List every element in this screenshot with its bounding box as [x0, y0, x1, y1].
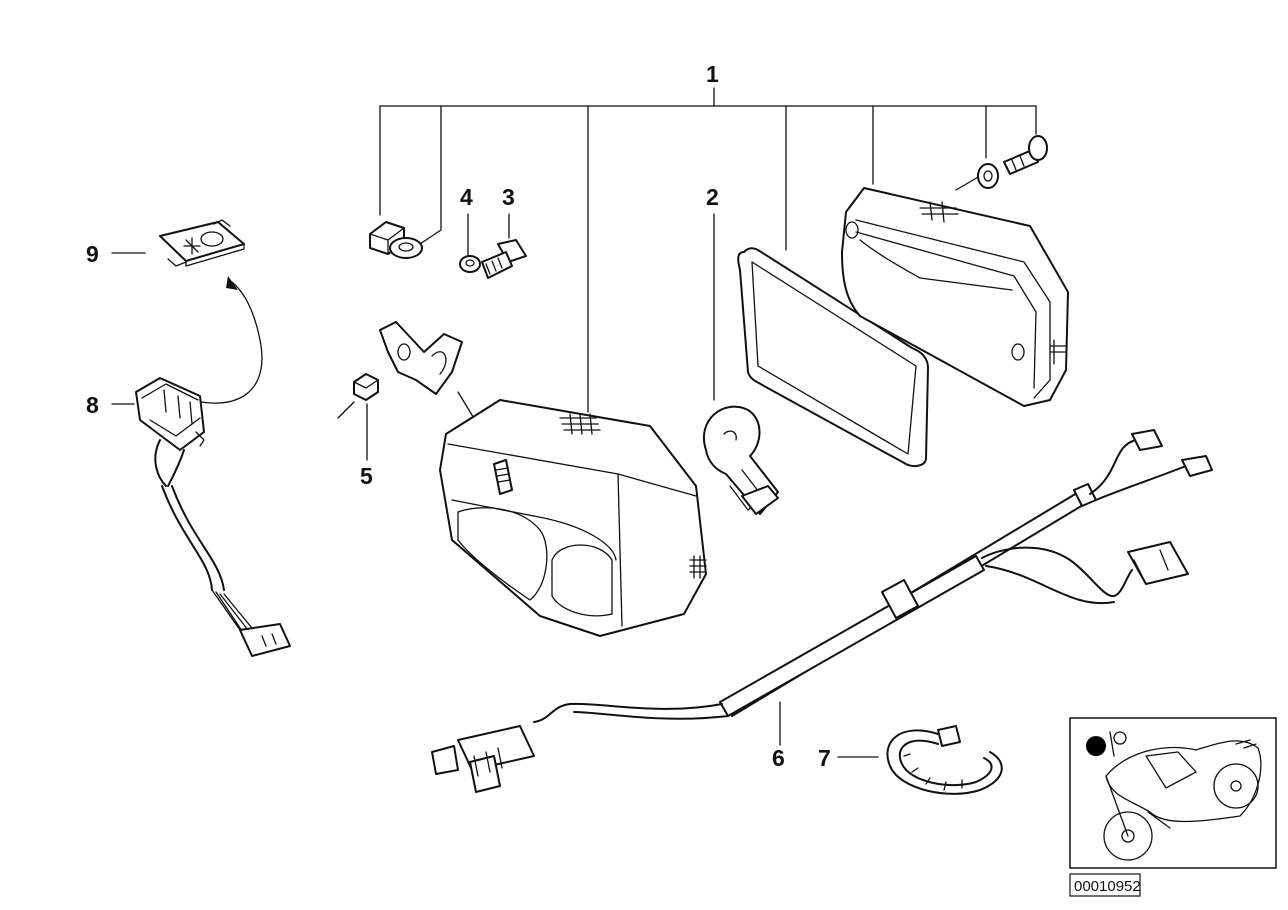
bulb-2[interactable]	[703, 405, 779, 515]
callout-5[interactable]: 5	[360, 463, 373, 489]
gasket[interactable]	[737, 247, 929, 467]
switch-cover-9[interactable]	[159, 219, 245, 267]
cable-tie-7[interactable]	[886, 725, 1003, 795]
mounting-bracket[interactable]	[379, 321, 463, 395]
motorcycle-thumbnail[interactable]	[1069, 717, 1277, 869]
lens-frame[interactable]	[841, 175, 1069, 407]
wiring-harness-6[interactable]	[431, 429, 1213, 793]
assembly-arrow	[195, 276, 263, 404]
callout-3[interactable]: 3	[502, 184, 515, 210]
document-number: 00010952	[1074, 878, 1141, 895]
washer-4[interactable]	[459, 255, 481, 273]
bolt-3[interactable]	[481, 239, 527, 279]
switch-8[interactable]	[135, 377, 291, 657]
leader-lines	[111, 87, 1037, 758]
screw-1d[interactable]	[1003, 135, 1048, 175]
document-number-box: 00010952	[1069, 873, 1141, 897]
washer-1b[interactable]	[389, 237, 423, 259]
washer-1c[interactable]	[977, 163, 999, 189]
callout-1[interactable]: 1	[706, 61, 719, 87]
fog-light-housing[interactable]	[439, 399, 707, 637]
callout-6[interactable]: 6	[772, 745, 785, 771]
callout-8[interactable]: 8	[86, 392, 99, 418]
callout-2[interactable]: 2	[706, 184, 719, 210]
callout-4[interactable]: 4	[460, 184, 473, 210]
callout-9[interactable]: 9	[86, 241, 99, 267]
location-marker-icon	[1086, 736, 1106, 756]
callout-7[interactable]: 7	[818, 745, 831, 771]
hex-nut-5[interactable]	[353, 373, 379, 401]
